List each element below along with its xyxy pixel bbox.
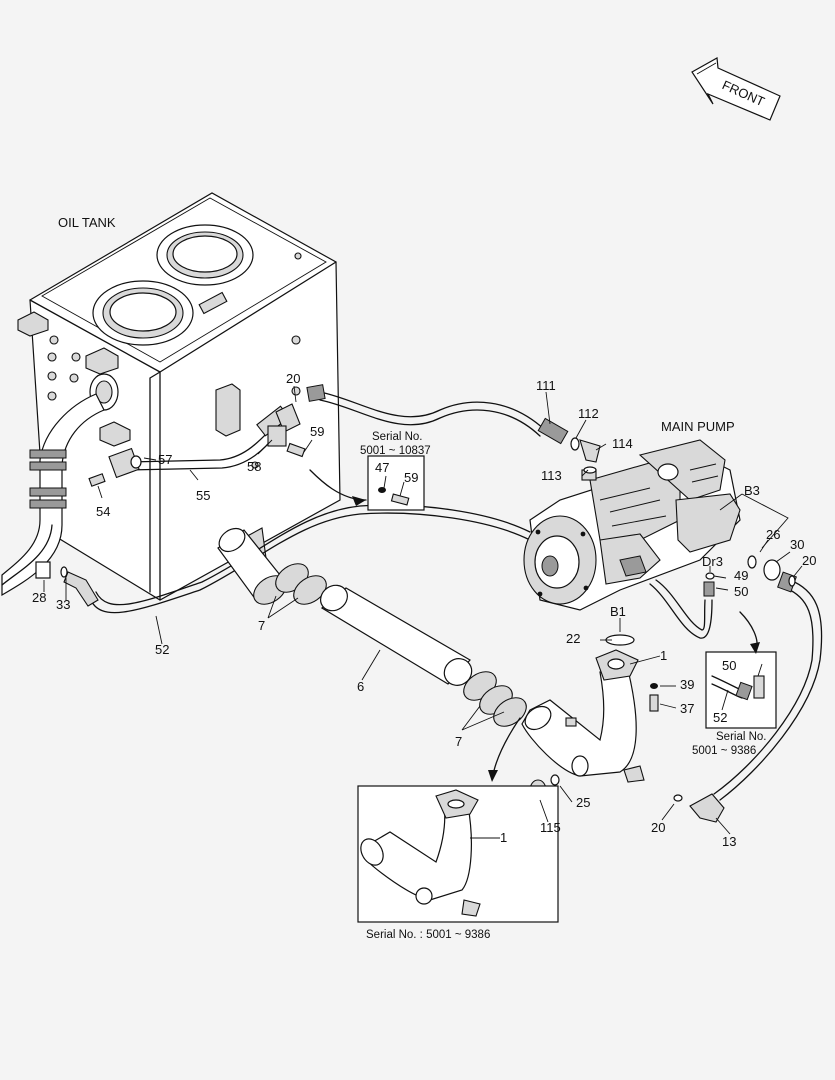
callout-25: 25 bbox=[576, 795, 590, 810]
leader-lines bbox=[43, 385, 803, 839]
o-ring-25 bbox=[550, 774, 560, 786]
inset-serial-bottom: Serial No. : 5001 ~ 9386 bbox=[357, 717, 559, 941]
callout-30: 30 bbox=[790, 537, 804, 552]
tank-suction-hose bbox=[1, 393, 105, 597]
callout-50-inset: 50 bbox=[722, 658, 736, 673]
hose-13 bbox=[689, 555, 823, 823]
bolt-37 bbox=[649, 694, 659, 712]
o-ring-57 bbox=[130, 455, 142, 469]
oil-tank bbox=[17, 192, 341, 601]
callout-20-right: 20 bbox=[802, 553, 816, 568]
callout-55: 55 bbox=[196, 488, 210, 503]
callout-52: 52 bbox=[155, 642, 169, 657]
oil-tank-label: OIL TANK bbox=[58, 215, 116, 230]
inset-top-serial-line1: Serial No. bbox=[372, 431, 423, 443]
suction-pipe-6 bbox=[217, 527, 527, 727]
washer-39 bbox=[650, 683, 658, 689]
callout-1: 1 bbox=[660, 648, 667, 663]
callout-B3: B3 bbox=[744, 483, 760, 498]
callout-26: 26 bbox=[766, 527, 780, 542]
hose-52 bbox=[63, 504, 531, 614]
callout-58: 58 bbox=[247, 459, 261, 474]
callout-20-top: 20 bbox=[286, 371, 300, 386]
callout-112: 112 bbox=[578, 406, 599, 421]
inset-serial-top: Serial No. 5001 ~ 10837 bbox=[309, 431, 431, 511]
main-pump bbox=[523, 439, 741, 611]
o-ring-33 bbox=[60, 566, 68, 578]
callout-37: 37 bbox=[680, 701, 694, 716]
drain-hose-111 bbox=[306, 384, 601, 463]
callout-113: 113 bbox=[541, 468, 562, 483]
main-pump-label: MAIN PUMP bbox=[661, 419, 735, 434]
callout-39: 39 bbox=[680, 677, 694, 692]
callout-57: 57 bbox=[158, 452, 172, 467]
callout-59-inset: 59 bbox=[404, 470, 418, 485]
suction-elbow-1 bbox=[521, 634, 645, 783]
inset-right-serial-line2: 5001 ~ 9386 bbox=[692, 745, 756, 757]
callout-6: 6 bbox=[357, 679, 364, 694]
callout-115: 115 bbox=[540, 820, 561, 835]
callout-47: 47 bbox=[375, 460, 389, 475]
callout-50: 50 bbox=[734, 584, 748, 599]
callout-33: 33 bbox=[56, 597, 70, 612]
clamp-58 bbox=[267, 425, 287, 447]
drain-hose-50 bbox=[649, 572, 715, 639]
callout-28: 28 bbox=[32, 590, 46, 605]
callout-7-left: 7 bbox=[258, 618, 265, 633]
callout-111: 111 bbox=[536, 378, 556, 393]
callout-13: 13 bbox=[722, 834, 736, 849]
callout-Dr3: Dr3 bbox=[702, 554, 723, 569]
callout-49: 49 bbox=[734, 568, 748, 583]
callout-B1: B1 bbox=[610, 604, 626, 619]
callout-52-inset: 52 bbox=[713, 710, 727, 725]
callout-1-inset: 1 bbox=[500, 830, 507, 845]
callout-59-top: 59 bbox=[310, 424, 324, 439]
bolt-54 bbox=[88, 473, 106, 487]
callout-22: 22 bbox=[566, 631, 580, 646]
callout-54: 54 bbox=[96, 504, 110, 519]
o-ring-20-bottom bbox=[673, 794, 683, 802]
callout-7-right: 7 bbox=[455, 734, 462, 749]
bolt-59 bbox=[286, 442, 306, 458]
inset-bottom-serial: Serial No. : 5001 ~ 9386 bbox=[366, 929, 490, 941]
plug-28 bbox=[35, 561, 51, 579]
front-arrow: FRONT bbox=[691, 57, 781, 121]
inset-top-serial-line2: 5001 ~ 10837 bbox=[360, 445, 431, 457]
callout-20-bottom: 20 bbox=[651, 820, 665, 835]
inset-right-serial-line1: Serial No. bbox=[716, 731, 767, 743]
callout-114: 114 bbox=[612, 436, 633, 451]
inset-serial-right: Serial No. 5001 ~ 9386 bbox=[692, 611, 777, 757]
callout-labels: 20 59 57 58 55 54 28 33 52 7 6 7 47 59 1… bbox=[32, 371, 816, 849]
